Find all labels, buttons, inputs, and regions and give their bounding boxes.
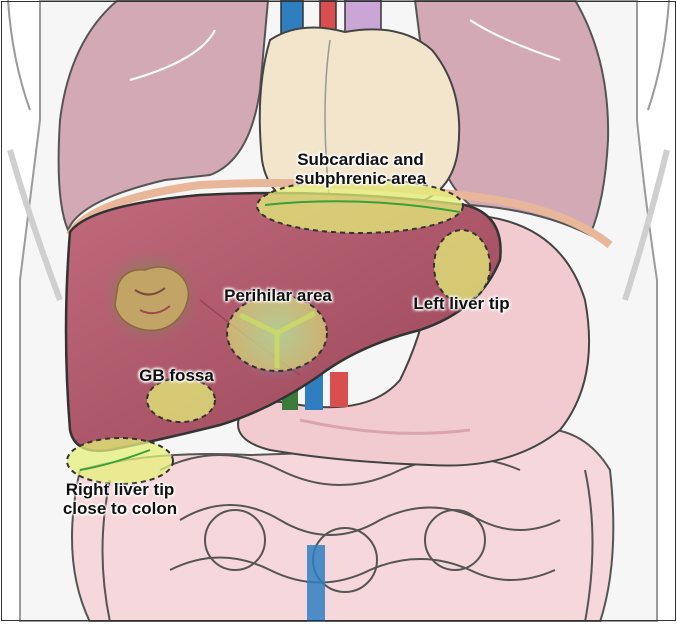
label-right-liver-tip-line2: close to colon: [62, 499, 178, 518]
heart: [258, 26, 461, 212]
intestines: [71, 427, 615, 623]
highlight-zones: [66, 178, 491, 485]
label-perihilar: Perihilar area: [224, 286, 332, 305]
zone-left-liver-tip: [433, 229, 491, 303]
zone-subcardiac: [256, 178, 464, 234]
lungs: [57, 0, 610, 237]
label-subcardiac-line2: subphrenic area: [294, 169, 427, 188]
label-right-liver-tip-line1: Right liver tip: [65, 480, 175, 499]
label-subcardiac-line1: Subcardiac and: [297, 150, 424, 169]
tumor: [102, 249, 198, 345]
label-left-liver-tip: Left liver tip: [413, 294, 510, 313]
label-gb-fossa: GB fossa: [139, 366, 214, 385]
zone-gb-fossa: [146, 377, 216, 423]
stomach: [237, 213, 591, 467]
